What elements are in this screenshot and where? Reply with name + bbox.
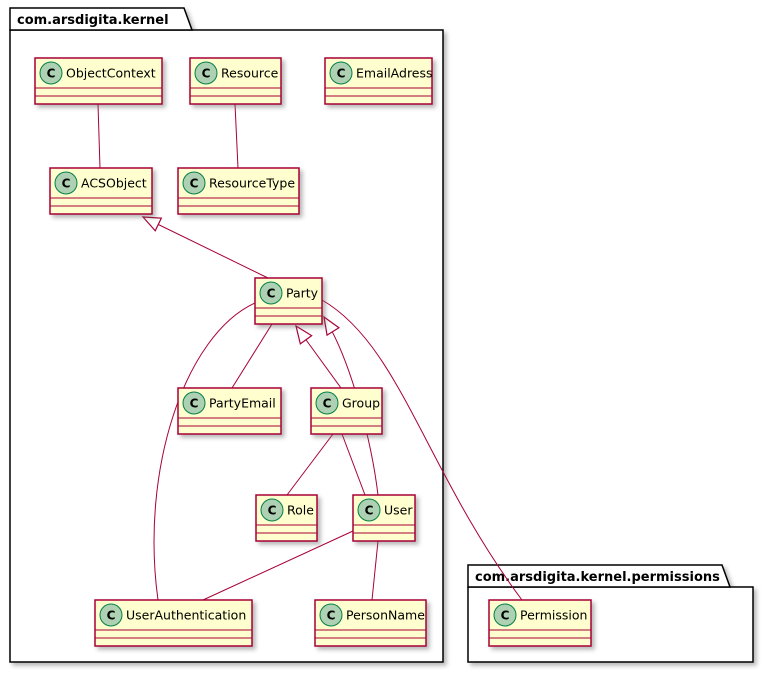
- class-spot-letter: C: [268, 504, 277, 518]
- class-spot-letter: C: [202, 67, 211, 81]
- class-spot-letter: C: [62, 177, 71, 191]
- class-spot-letter: C: [327, 609, 336, 623]
- class-spot-icon: [182, 391, 206, 415]
- package-kernel-tab: [9, 7, 194, 31]
- class-party: C Party: [254, 277, 323, 325]
- class-spot-icon: [315, 391, 339, 415]
- class-spot-icon: [259, 281, 283, 305]
- edge-user-group: [341, 433, 366, 496]
- package-permissions-tab: [467, 564, 732, 588]
- edge-group-party-inheritance: [295, 324, 342, 389]
- class-name: User: [384, 503, 413, 518]
- class-role: C Role: [255, 494, 318, 542]
- edge-party-userauthentication: [153, 302, 256, 601]
- package-kernel-body: [9, 29, 444, 663]
- class-resourcetype: C ResourceType: [177, 167, 300, 215]
- class-spot-icon: [54, 171, 78, 195]
- class-spot-icon: [182, 171, 206, 195]
- class-spot-letter: C: [501, 609, 510, 623]
- class-name: UserAuthentication: [126, 608, 246, 623]
- class-spot-letter: C: [107, 609, 116, 623]
- class-spot-icon: [357, 498, 381, 522]
- edge-party-permission: [321, 299, 523, 601]
- class-name: PartyEmail: [209, 396, 276, 411]
- edge-partyemail-party: [231, 323, 273, 389]
- class-name: Party: [286, 286, 319, 301]
- package-kernel: com.arsdigita.kernel: [9, 7, 444, 663]
- class-partyemail: C PartyEmail: [177, 387, 282, 435]
- class-spot-icon: [319, 603, 343, 627]
- class-spot-icon: [329, 61, 353, 85]
- class-emailadress: C EmailAdress: [324, 57, 433, 105]
- class-spot-letter: C: [190, 177, 199, 191]
- class-name: ObjectContext: [66, 66, 156, 81]
- edge-party-acsobject-inheritance: [141, 216, 269, 279]
- class-name: Role: [287, 503, 314, 518]
- class-objectcontext: C ObjectContext: [34, 57, 163, 105]
- package-kernel-title: com.arsdigita.kernel: [17, 13, 169, 28]
- class-group: C Group: [310, 387, 383, 435]
- class-spot-letter: C: [323, 397, 332, 411]
- class-name: Group: [342, 396, 380, 411]
- class-userauthentication: C UserAuthentication: [94, 599, 253, 647]
- class-spot-letter: C: [365, 504, 374, 518]
- class-name: ResourceType: [209, 176, 295, 191]
- package-permissions-title: com.arsdigita.kernel.permissions: [475, 570, 720, 585]
- class-spot-letter: C: [47, 67, 56, 81]
- class-resource: C Resource: [189, 57, 282, 105]
- edge-user-personname: [371, 540, 379, 601]
- class-spot-icon: [260, 498, 284, 522]
- class-spot-icon: [194, 61, 218, 85]
- class-user: C User: [352, 494, 416, 542]
- class-spot-letter: C: [267, 287, 276, 301]
- class-spot-icon: [99, 603, 123, 627]
- edge-resource-resourcetype: [234, 103, 239, 169]
- class-name: Resource: [221, 66, 279, 81]
- class-personname: C PersonName: [314, 599, 427, 647]
- class-spot-letter: C: [190, 397, 199, 411]
- class-spot-icon: [493, 603, 517, 627]
- class-acsobject: C ACSObject: [49, 167, 153, 215]
- edges: [97, 103, 523, 601]
- class-name: Permission: [520, 608, 587, 623]
- class-spot-letter: C: [337, 67, 346, 81]
- class-spot-icon: [39, 61, 63, 85]
- class-permission: C Permission: [488, 599, 592, 647]
- class-name: PersonName: [346, 608, 425, 623]
- edge-role-group: [286, 433, 334, 496]
- edge-objectcontext-acsobject: [97, 103, 101, 169]
- edge-user-userauthentication: [202, 530, 354, 601]
- class-name: ACSObject: [81, 176, 147, 191]
- class-name: EmailAdress: [356, 66, 433, 81]
